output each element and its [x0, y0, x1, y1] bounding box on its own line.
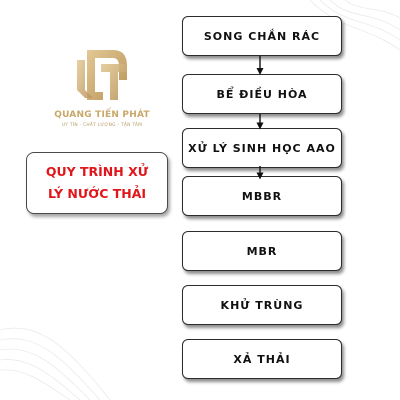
step-xu-ly-sinh-hoc-aao: XỬ LÝ SINH HỌC AAO — [182, 128, 342, 168]
step-xa-thai: XẢ THẢI — [182, 339, 342, 379]
company-logo: QUANG TIẾN PHÁT UY TÍN - CHẤT LƯỢNG - TẬ… — [52, 46, 152, 136]
step-label: BỂ ĐIỀU HÒA — [216, 87, 308, 101]
step-label: MBR — [246, 244, 278, 258]
logo-company-name: QUANG TIẾN PHÁT — [54, 110, 150, 120]
logo-tagline: UY TÍN - CHẤT LƯỢNG - TẬN TÂM — [61, 123, 143, 128]
step-label: XỬ LÝ SINH HỌC AAO — [188, 141, 336, 155]
step-label: XẢ THẢI — [233, 352, 291, 366]
step-be-dieu-hoa: BỂ ĐIỀU HÒA — [182, 74, 342, 114]
process-title: QUY TRÌNH XỬ LÝ NƯỚC THẢI — [37, 161, 157, 205]
step-mbbr: MBBR — [182, 176, 342, 216]
arrow-down-icon — [256, 56, 264, 75]
process-title-box: QUY TRÌNH XỬ LÝ NƯỚC THẢI — [26, 152, 168, 214]
step-khu-trung: KHỬ TRÙNG — [182, 285, 342, 325]
arrow-down-icon — [256, 114, 264, 130]
step-label: KHỬ TRÙNG — [220, 298, 304, 312]
logo-mark-icon — [77, 50, 127, 100]
arrow-down-icon — [256, 166, 264, 180]
step-mbr: MBR — [182, 231, 342, 271]
step-label: MBBR — [241, 189, 283, 203]
step-label: SONG CHẮN RÁC — [203, 29, 321, 43]
process-title-line-1: QUY TRÌNH XỬ — [45, 164, 149, 179]
step-song-chan-rac: SONG CHẮN RÁC — [182, 16, 342, 56]
process-title-line-2: LÝ NƯỚC THẢI — [47, 186, 147, 201]
